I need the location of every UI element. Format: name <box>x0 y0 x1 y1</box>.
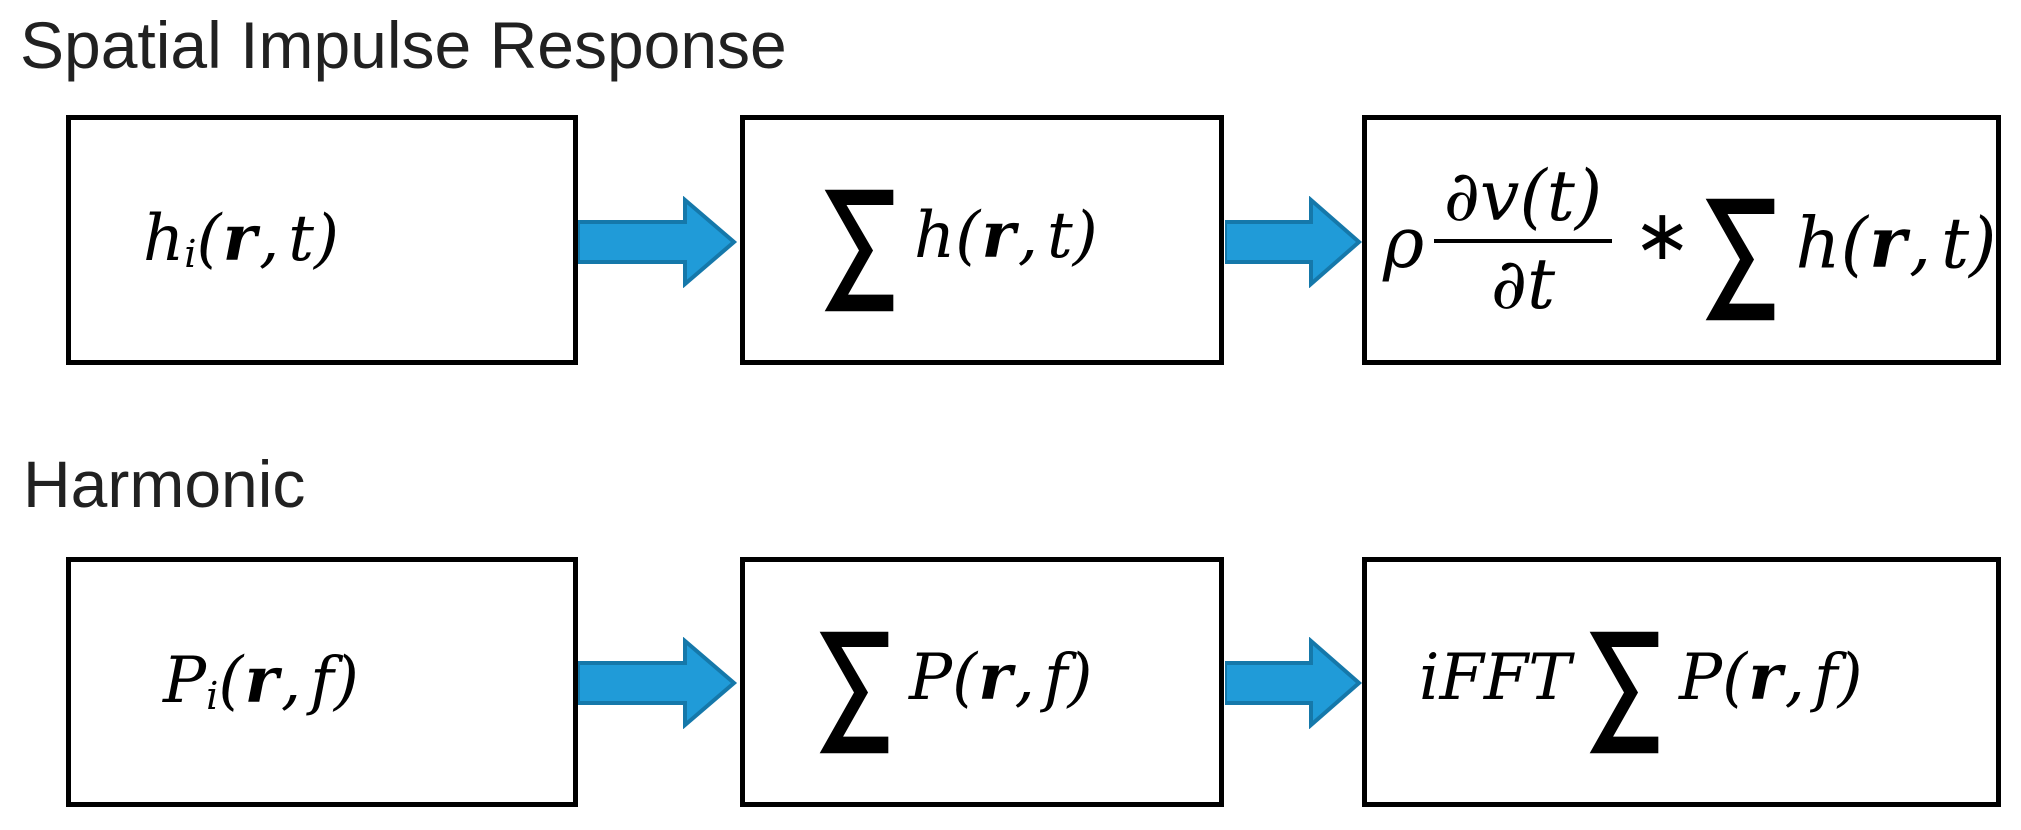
math-vector-r: r <box>981 197 1016 273</box>
math-paren-close: ) <box>314 201 339 276</box>
flow-arrow-right-icon <box>1225 637 1363 729</box>
formula-h-i-r-t: hi(r,t) <box>143 200 339 277</box>
math-comma: , <box>258 201 280 276</box>
math-func-h: h <box>914 198 956 273</box>
math-paren-close: ) <box>1969 202 1997 285</box>
box-element-pressure: Pi(r,f) <box>66 557 578 807</box>
sigma-glyph <box>819 631 889 753</box>
math-vector-r: r <box>1869 201 1907 285</box>
math-func-p: P <box>1679 640 1723 715</box>
math-arg-t: t <box>288 201 314 276</box>
math-func-p: P <box>909 640 953 715</box>
box-summed-pressure: P(r,f) <box>740 557 1224 807</box>
math-vector-r: r <box>1748 639 1783 715</box>
row-title-harmonic: Harmonic <box>23 447 306 521</box>
box-ifft-pressure: iFFT P(r,f) <box>1362 557 2001 807</box>
box-element-impulse-response: hi(r,t) <box>66 115 578 365</box>
math-paren-close: ) <box>1837 640 1863 715</box>
flow-arrow-right-icon <box>1225 196 1363 288</box>
math-convolution-operator: ∗ <box>1633 193 1692 276</box>
math-arg-f: f <box>310 643 334 718</box>
math-paren-open: ( <box>955 198 981 273</box>
math-paren-close: ) <box>1067 640 1093 715</box>
math-func-p: P <box>163 643 207 718</box>
math-arg-t: t <box>1941 202 1970 285</box>
formula-ifft-sum-p-r-f: iFFT P(r,f) <box>1419 619 1863 753</box>
formula-rho-dvdt-conv-sum-h: ρ∂v(t)∂t∗h(r,t) <box>1383 157 1997 325</box>
math-func-h: h <box>1795 202 1841 285</box>
fraction-denominator: ∂t <box>1490 242 1556 325</box>
math-comma: , <box>1784 640 1805 715</box>
math-paren-open: ( <box>1840 202 1868 285</box>
fraction-numerator: ∂v(t) <box>1433 157 1613 243</box>
math-comma: , <box>1908 202 1932 285</box>
box-pressure-convolution: ρ∂v(t)∂t∗h(r,t) <box>1362 115 2001 365</box>
math-paren-open: ( <box>1722 640 1748 715</box>
summation-sigma-icon <box>819 631 889 753</box>
sigma-glyph <box>824 189 894 311</box>
summation-sigma-icon <box>824 189 894 311</box>
math-func-h: h <box>143 201 185 276</box>
summation-sigma-icon <box>1706 198 1775 320</box>
sigma-glyph <box>1589 631 1659 753</box>
math-ifft-prefix: iFFT <box>1419 640 1571 715</box>
math-paren-open: ( <box>196 201 222 276</box>
formula-sum-p-r-f: P(r,f) <box>815 619 1093 753</box>
arrow-shape <box>1225 637 1363 729</box>
box-summed-impulse-response: h(r,t) <box>740 115 1224 365</box>
math-comma: , <box>280 643 302 718</box>
math-vector-r: r <box>244 642 279 718</box>
arrow-shape <box>578 196 738 288</box>
flow-arrow-right-icon <box>578 637 738 729</box>
flow-arrow-right-icon <box>578 196 738 288</box>
row-title-spatial-impulse-response: Spatial Impulse Response <box>20 8 787 82</box>
math-arg-t: t <box>1047 198 1073 273</box>
math-arg-f: f <box>1813 640 1838 715</box>
math-arg-f: f <box>1043 640 1068 715</box>
math-paren-open: ( <box>218 643 244 718</box>
formula-sum-h-r-t: h(r,t) <box>820 177 1098 311</box>
fraction-dv-dt: ∂v(t)∂t <box>1433 157 1613 325</box>
math-paren-open: ( <box>952 640 978 715</box>
math-comma: , <box>1017 198 1039 273</box>
math-paren-close: ) <box>333 643 359 718</box>
math-comma: , <box>1014 640 1035 715</box>
math-subscript-i: i <box>206 673 219 719</box>
math-subscript-i: i <box>184 231 197 277</box>
math-vector-r: r <box>978 639 1013 715</box>
summation-sigma-icon <box>1589 631 1659 753</box>
formula-p-i-r-f: Pi(r,f) <box>163 642 359 719</box>
arrow-shape <box>1225 196 1363 288</box>
sigma-glyph <box>1706 198 1775 320</box>
math-vector-r: r <box>222 200 257 276</box>
arrow-shape <box>578 637 738 729</box>
math-paren-close: ) <box>1072 198 1098 273</box>
math-rho: ρ <box>1383 202 1425 285</box>
